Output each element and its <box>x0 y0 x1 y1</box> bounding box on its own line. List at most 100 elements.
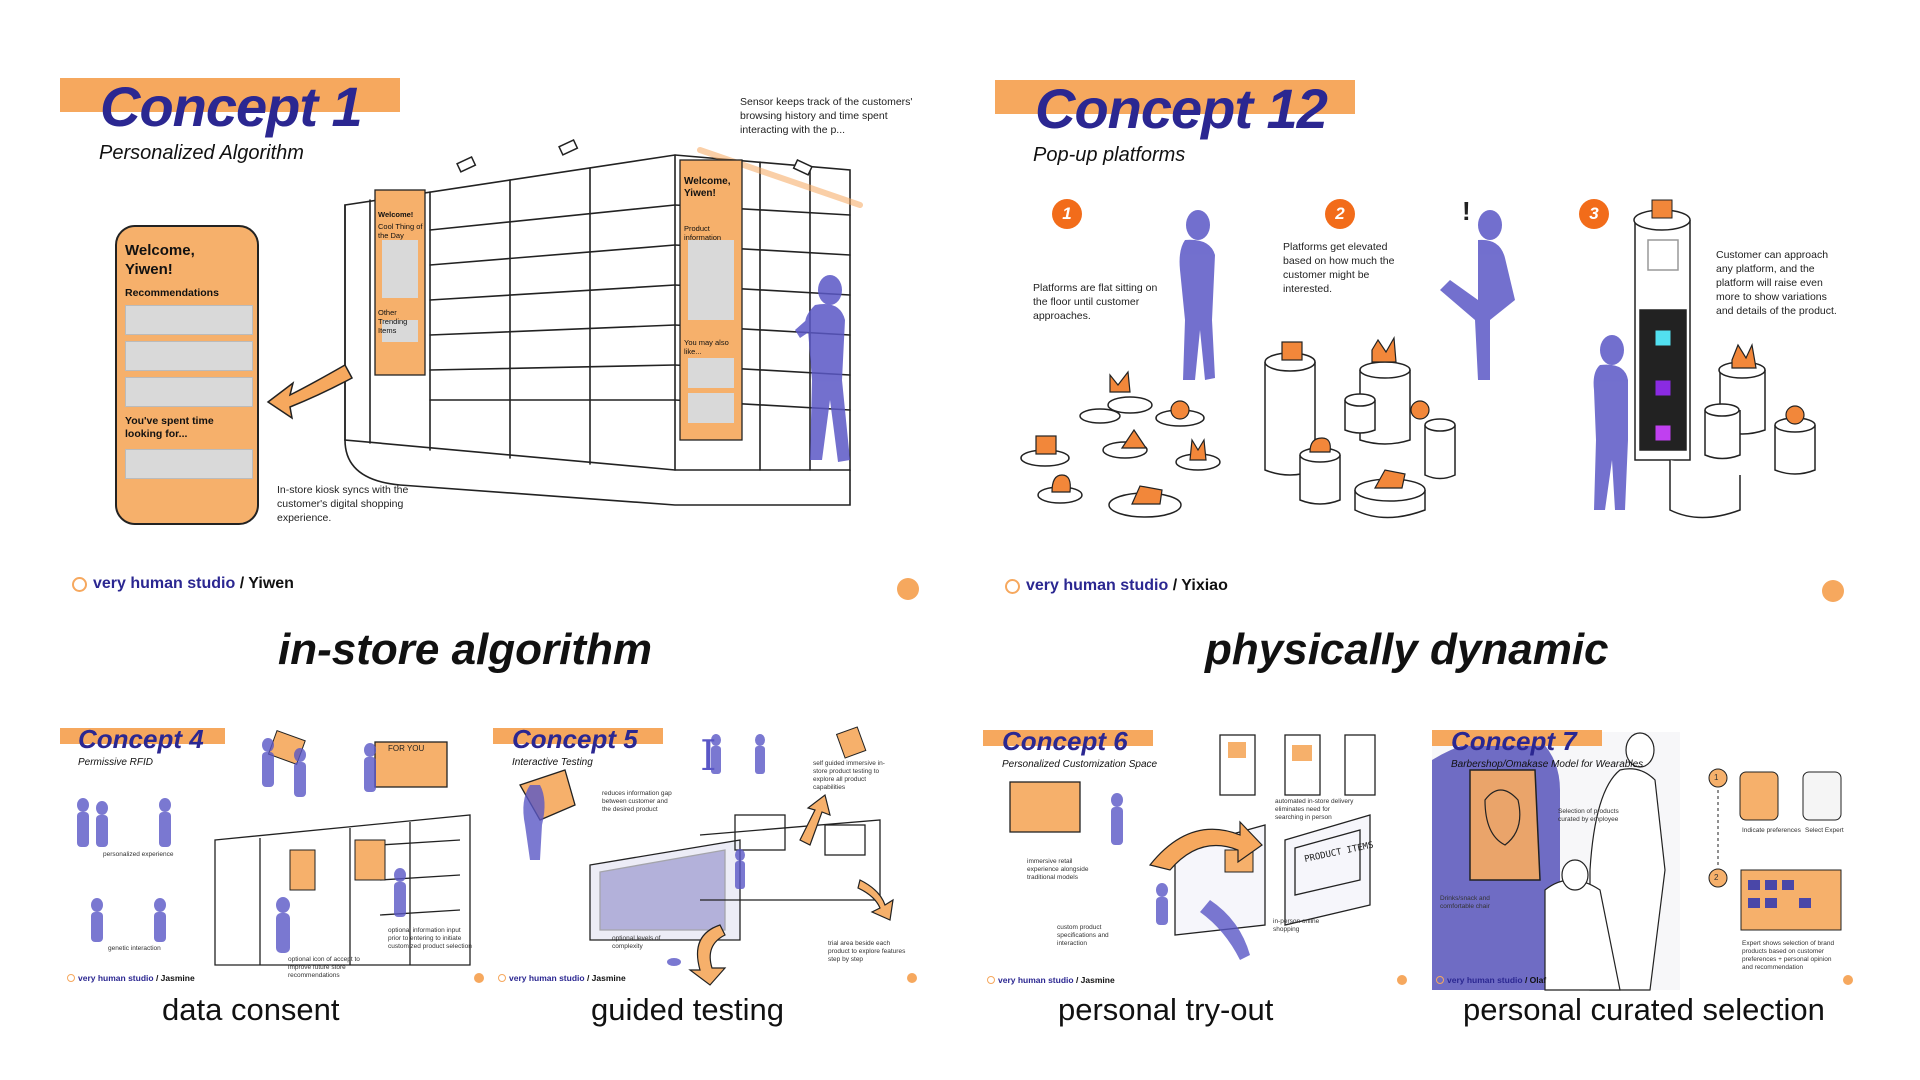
step-3-text: Customer can approach any platform, and … <box>1716 249 1837 317</box>
concept7-note: Select Expert <box>1805 827 1844 834</box>
concept1-sensor-note: Sensor keeps track of the customers' bro… <box>740 96 913 136</box>
concept4-figures <box>77 738 406 953</box>
right-panel-product-info: Product information <box>684 224 722 242</box>
step-2-text: Platforms get elevated based on how much… <box>1283 241 1395 295</box>
kiosk-recommendations-label: Recommendations <box>125 287 219 299</box>
kiosk-screen: Welcome, Yiwen! Recommendations You've s… <box>115 225 259 525</box>
kiosk-recommendation-slot <box>125 377 253 407</box>
concept7-note: Indicate preferences <box>1742 827 1801 834</box>
concept12-subtitle: Pop-up platforms <box>1033 144 1186 166</box>
concept7-note: Expert shows selection of brand products… <box>1742 940 1835 971</box>
kiosk-recommendation-slot <box>125 305 253 335</box>
left-panel-deal: Cool Thing of the Day <box>378 222 423 240</box>
sun-logo-icon <box>987 976 995 984</box>
concept4-note: personalized experience <box>103 851 174 858</box>
caption-guided-testing: guided testing <box>591 992 785 1027</box>
concept6-subtitle: Personalized Customization Space <box>1002 759 1158 770</box>
floor-products <box>1035 370 1207 505</box>
orange-dot <box>1822 580 1844 602</box>
caption-in-store-algorithm: in-store algorithm <box>278 625 653 674</box>
concept5-title-highlight <box>493 728 663 744</box>
step-1-text: Platforms are flat sitting on the floor … <box>1033 282 1158 322</box>
concept6-arrow-icon <box>1148 820 1263 871</box>
svg-text:I: I <box>700 731 717 780</box>
concept4-note: optional icon of accept to improve futur… <box>288 956 360 979</box>
concept5-sketch <box>519 769 881 941</box>
concept5-figures <box>523 734 765 966</box>
concept12-title-highlight <box>995 80 1355 114</box>
orange-dot <box>907 973 917 983</box>
left-panel-trending: Other Trending Items <box>378 308 408 335</box>
concept7-brand: very human studio / Olaf <box>1436 975 1546 985</box>
step-1-badge: 1 <box>1052 199 1082 229</box>
concept6-note: in-person online shopping <box>1273 918 1320 933</box>
concept7-step-1: 1 <box>1714 773 1719 782</box>
concept5-title: Concept 5 <box>512 724 638 754</box>
concept1-title-highlight <box>60 78 400 112</box>
customer-figures <box>1179 210 1628 510</box>
concept5-subtitle: Interactive Testing <box>512 757 593 768</box>
concept7-note: Selection of products curated by employe… <box>1558 808 1619 823</box>
concept5-arrows <box>688 793 894 986</box>
sun-logo-icon <box>67 974 75 982</box>
concept4-note: optional information input prior to ente… <box>388 927 472 950</box>
sun-logo-icon <box>498 974 506 982</box>
kiosk-recommendation-slot <box>125 341 253 371</box>
right-panel-welcome: Welcome, Yiwen! <box>684 176 731 199</box>
concept4-title-highlight <box>60 728 225 744</box>
concept5-note: self guided immersive in-store product t… <box>813 760 885 791</box>
svg-text:!: ! <box>1462 196 1471 226</box>
kiosk-spent-time-label: You've spent time looking for... <box>125 415 214 440</box>
sensor-cameras <box>456 138 813 176</box>
caption-data-consent: data consent <box>162 992 340 1027</box>
caption-personal-curated-selection: personal curated selection <box>1463 992 1825 1027</box>
sun-logo-icon <box>72 576 87 592</box>
concept5-brand: very human studio / Jasmine <box>498 973 626 983</box>
concept7-title-highlight <box>1432 730 1602 746</box>
concept7-step-2: 2 <box>1714 873 1719 882</box>
concept1-kiosk-note: In-store kiosk syncs with the customer's… <box>277 484 409 524</box>
concept6-brand: very human studio / Jasmine <box>987 975 1115 985</box>
concept4-shelf-sign: FOR YOU <box>388 744 425 753</box>
concept7-subtitle: Barbershop/Omakase Model for Wearables <box>1451 759 1644 770</box>
sun-logo-icon <box>1005 578 1020 594</box>
concept7-sketch <box>1432 732 1842 991</box>
step-2-badge: 2 <box>1325 199 1355 229</box>
sync-arrow-icon <box>266 363 354 420</box>
concept12-title: Concept 12 <box>1035 77 1328 140</box>
concept12-brand: very human studio / Yixiao <box>1005 577 1228 595</box>
elevated-platforms <box>1264 352 1456 519</box>
concept6-note: custom product specifications and intera… <box>1057 924 1109 947</box>
shopper-figure <box>795 275 850 462</box>
sun-logo-icon <box>1436 976 1444 984</box>
elevated-products <box>1281 336 1430 489</box>
concept5-note: reduces information gap between customer… <box>602 790 672 813</box>
concept6-title-highlight <box>983 730 1153 746</box>
orange-dot <box>1843 975 1853 985</box>
concept4-note: genetic interaction <box>108 945 161 952</box>
concept6-note: immersive retail experience alongside tr… <box>1027 858 1089 881</box>
concept6-title: Concept 6 <box>1002 726 1128 756</box>
orange-dot <box>1397 975 1407 985</box>
left-panel-welcome: Welcome! <box>378 210 414 219</box>
orange-dot <box>897 578 919 600</box>
caption-personal-try-out: personal try-out <box>1058 992 1274 1027</box>
concept4-subtitle: Permissive RFID <box>78 757 154 768</box>
step-3-badge: 3 <box>1579 199 1609 229</box>
concept1-brand: very human studio / Yiwen <box>72 575 294 593</box>
concept1-subtitle: Personalized Algorithm <box>99 142 304 164</box>
kiosk-history-slot <box>125 449 253 479</box>
concept4-title: Concept 4 <box>78 724 204 754</box>
orange-dot <box>474 973 484 983</box>
concept6-figures <box>1111 793 1250 960</box>
concept7-note: Drinks/snack and comfortable chair <box>1440 895 1490 910</box>
kiosk-greeting: Welcome, Yiwen! <box>125 242 195 278</box>
concept6-note: automated in-store delivery eliminates n… <box>1275 798 1354 821</box>
concept7-title: Concept 7 <box>1451 726 1577 756</box>
right-panel-also-like: You may also like... <box>684 338 729 356</box>
caption-physically-dynamic: physically dynamic <box>1205 625 1609 674</box>
concept5-note: trial area beside each product to explor… <box>828 940 906 963</box>
concept4-brand: very human studio / Jasmine <box>67 973 195 983</box>
concept1-title: Concept 1 <box>100 75 363 138</box>
